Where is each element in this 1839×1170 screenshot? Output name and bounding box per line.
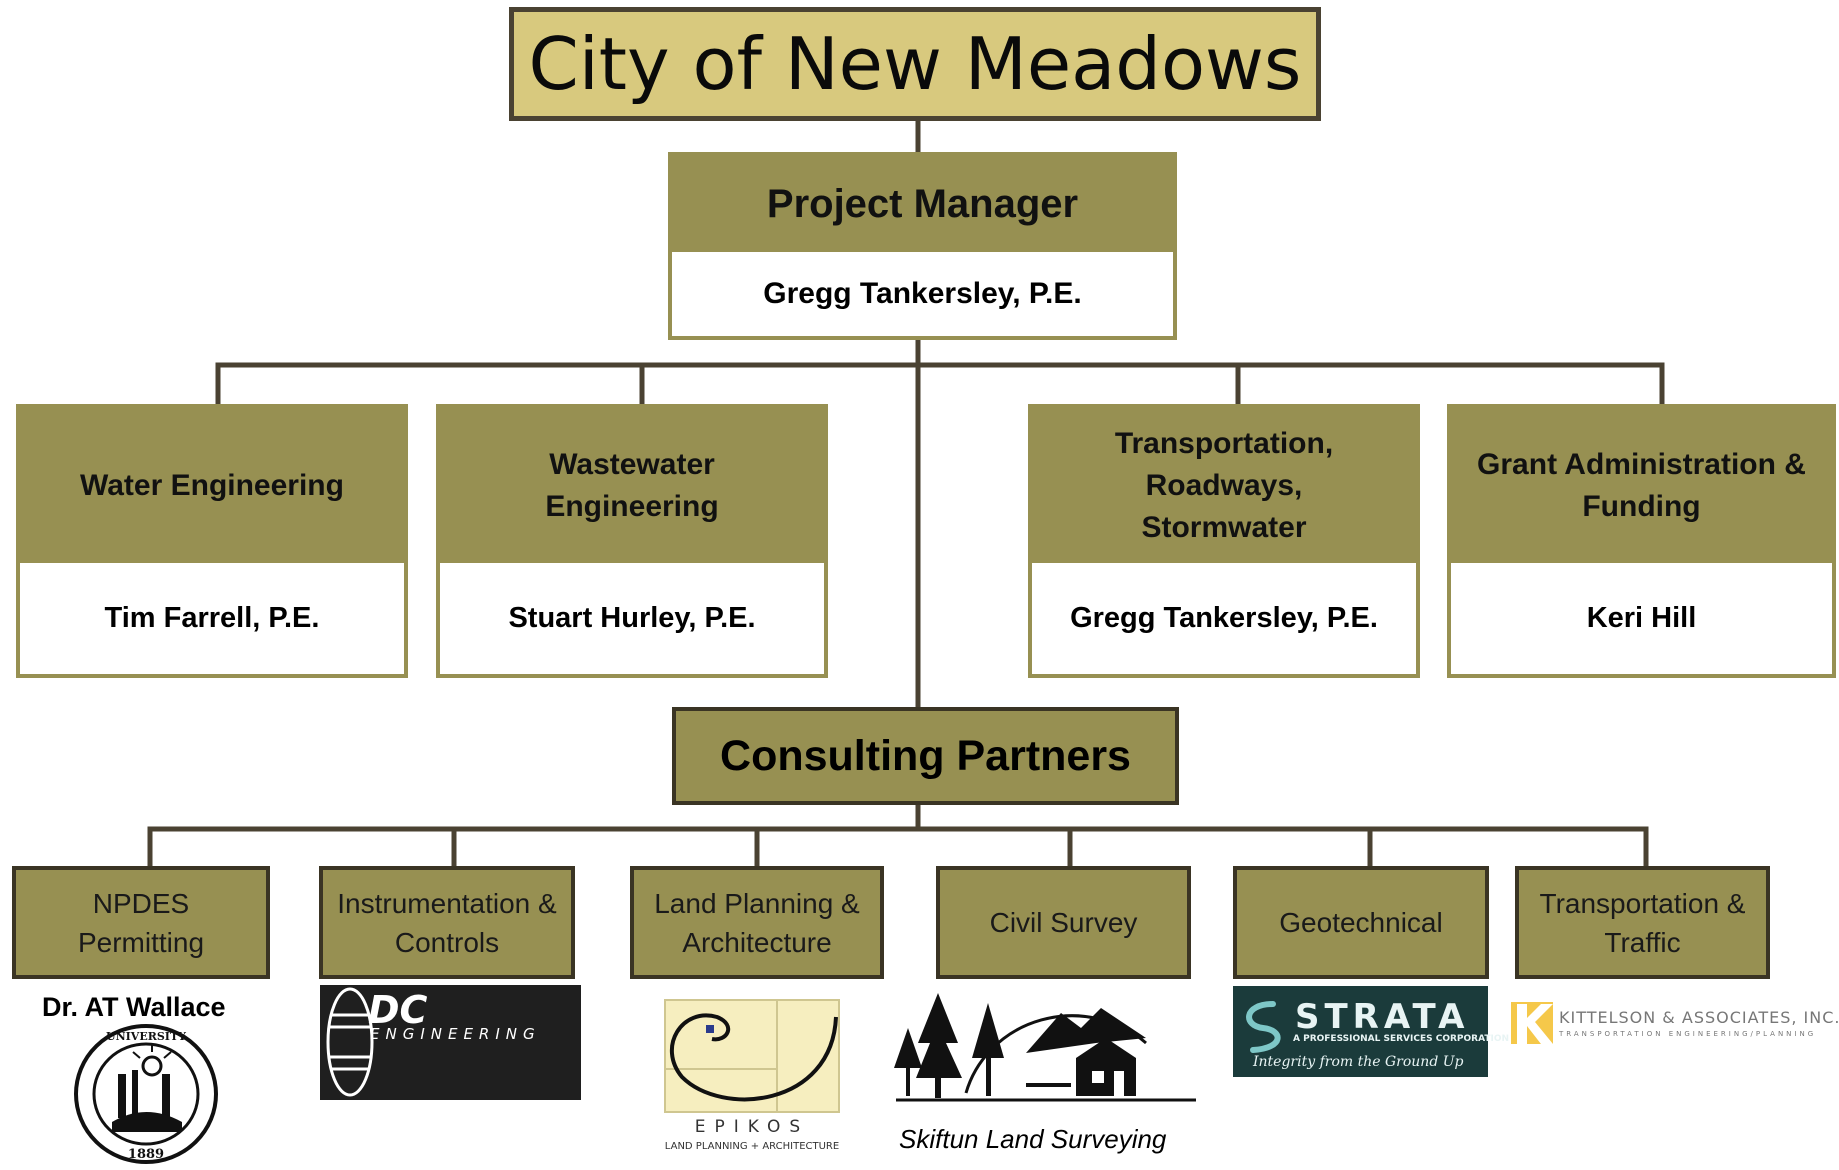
partner-box-geotechnical: Geotechnical xyxy=(1233,866,1489,979)
org-title: City of New Meadows xyxy=(528,22,1302,106)
department-lead: Stuart Hurley, P.E. xyxy=(508,602,756,634)
strata-swoosh-icon: STRATA A PROFESSIONAL SERVICES CORPORATI… xyxy=(1233,986,1509,1077)
department-role: Water Engineering xyxy=(20,408,404,563)
partner-service: Land Planning & Architecture xyxy=(654,887,860,958)
partner-service: Instrumentation & Controls xyxy=(337,887,557,958)
project-manager-name: Gregg Tankersley, P.E. xyxy=(763,277,1082,310)
partner-box-transportation-traffic: Transportation & Traffic xyxy=(1515,866,1770,979)
consulting-partners-title: Consulting Partners xyxy=(720,731,1131,780)
partner-box-civil-survey: Civil Survey xyxy=(936,866,1191,979)
partner-box-land-planning: Land Planning & Architecture xyxy=(630,866,884,979)
svg-text:Integrity from the Ground Up: Integrity from the Ground Up xyxy=(1252,1054,1464,1070)
svg-text:UNIVERSITY: UNIVERSITY xyxy=(106,1030,186,1043)
project-manager-role: Project Manager xyxy=(672,156,1173,252)
trees-and-barn-icon xyxy=(894,983,1198,1103)
partner-box-instrumentation: Instrumentation & Controls xyxy=(319,866,575,979)
department-lead: Tim Farrell, P.E. xyxy=(104,602,320,634)
department-card-grants: Grant Administration & Funding Keri Hill xyxy=(1447,404,1836,678)
org-title-box: City of New Meadows xyxy=(509,7,1321,121)
svg-text:1889: 1889 xyxy=(128,1147,164,1162)
department-lead: Gregg Tankersley, P.E. xyxy=(1070,602,1378,634)
department-role: Wastewater Engineering xyxy=(440,408,824,563)
partner-service: NPDES Permitting xyxy=(77,887,205,958)
dc-engineering-logo-icon: DC ENGINEERING xyxy=(320,985,581,1100)
department-card-water: Water Engineering Tim Farrell, P.E. xyxy=(16,404,408,678)
department-card-transportation: Transportation, Roadways, Stormwater Gre… xyxy=(1028,404,1420,678)
svg-text:KITTELSON & ASSOCIATES, INC.: KITTELSON & ASSOCIATES, INC. xyxy=(1559,1008,1839,1027)
department-lead: Keri Hill xyxy=(1586,602,1697,634)
golden-spiral-icon: EPIKOS LAND PLANNING + ARCHITECTURE xyxy=(662,997,842,1152)
partner-box-npdes: NPDES Permitting xyxy=(12,866,270,979)
department-role: Transportation, Roadways, Stormwater xyxy=(1032,408,1416,563)
svg-text:A PROFESSIONAL SERVICES CORPOR: A PROFESSIONAL SERVICES CORPORATION xyxy=(1293,1034,1509,1044)
svg-text:ENGINEERING: ENGINEERING xyxy=(370,1025,541,1043)
svg-text:STRATA: STRATA xyxy=(1295,997,1469,1037)
svg-text:EPIKOS: EPIKOS xyxy=(695,1117,809,1137)
department-role: Grant Administration & Funding xyxy=(1451,408,1832,563)
partner-firm-name: Skiftun Land Surveying xyxy=(899,1124,1167,1154)
svg-text:TRANSPORTATION ENGINEERING/PLA: TRANSPORTATION ENGINEERING/PLANNING xyxy=(1558,1030,1816,1038)
svg-text:DC: DC xyxy=(368,988,428,1032)
svg-text:LAND PLANNING + ARCHITECTURE: LAND PLANNING + ARCHITECTURE xyxy=(665,1141,839,1152)
partner-service: Civil Survey xyxy=(989,907,1138,938)
department-card-wastewater: Wastewater Engineering Stuart Hurley, P.… xyxy=(436,404,828,678)
partner-firm-name: Dr. AT Wallace xyxy=(42,992,226,1022)
project-manager-card: Project Manager Gregg Tankersley, P.E. xyxy=(668,152,1177,340)
consulting-partners-box: Consulting Partners xyxy=(672,707,1179,805)
partner-service: Geotechnical xyxy=(1279,907,1443,938)
kittelson-k-icon: KITTELSON & ASSOCIATES, INC. TRANSPORTAT… xyxy=(1509,1000,1839,1046)
university-seal-icon: 1889 UNIVERSITY xyxy=(72,1022,220,1165)
partner-service: Transportation & Traffic xyxy=(1539,887,1746,958)
